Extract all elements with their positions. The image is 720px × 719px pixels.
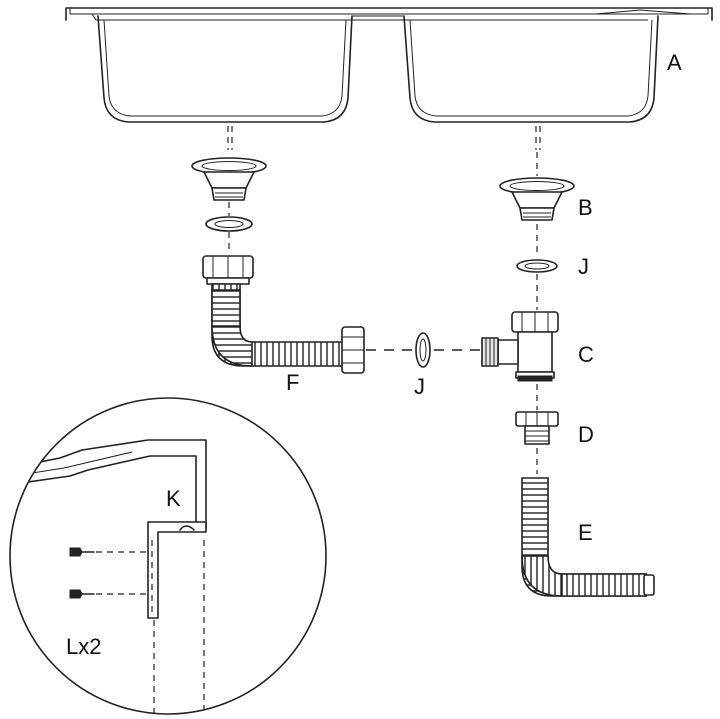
flexible-pipe-e: E <box>521 477 655 597</box>
label-l: Lx2 <box>66 634 101 659</box>
sink-unit: A <box>65 7 713 123</box>
right-strainer-b: B <box>499 177 593 221</box>
label-d: D <box>578 422 594 447</box>
right-washer-j: J <box>516 254 589 279</box>
label-f: F <box>286 370 299 395</box>
left-basin <box>97 15 353 123</box>
left-strainer <box>191 157 267 201</box>
bracket-k: K <box>147 486 207 619</box>
label-b: B <box>578 195 593 220</box>
label-j-top: J <box>578 254 589 279</box>
right-basin <box>403 15 659 123</box>
detail-content: K Lx2 <box>10 439 207 714</box>
label-c: C <box>578 342 594 367</box>
adapter-d: D <box>515 411 594 447</box>
pipe-f-end-nut <box>341 326 365 374</box>
pipe-f-nut <box>202 255 254 285</box>
right-drain-stack: B J C <box>481 126 655 597</box>
label-j-middle: J <box>414 374 425 399</box>
screw-upper <box>69 547 146 557</box>
left-washer <box>205 216 253 232</box>
detail-circle: K Lx2 <box>9 397 327 715</box>
flexible-pipe-f: F <box>202 255 365 395</box>
t-junction-c: C <box>481 311 594 382</box>
label-e: E <box>578 520 593 545</box>
middle-washer-j: J <box>366 332 480 399</box>
screw-lower <box>69 589 146 599</box>
left-drain-stack <box>191 126 267 254</box>
label-a: A <box>667 50 682 75</box>
label-k: K <box>166 486 181 511</box>
